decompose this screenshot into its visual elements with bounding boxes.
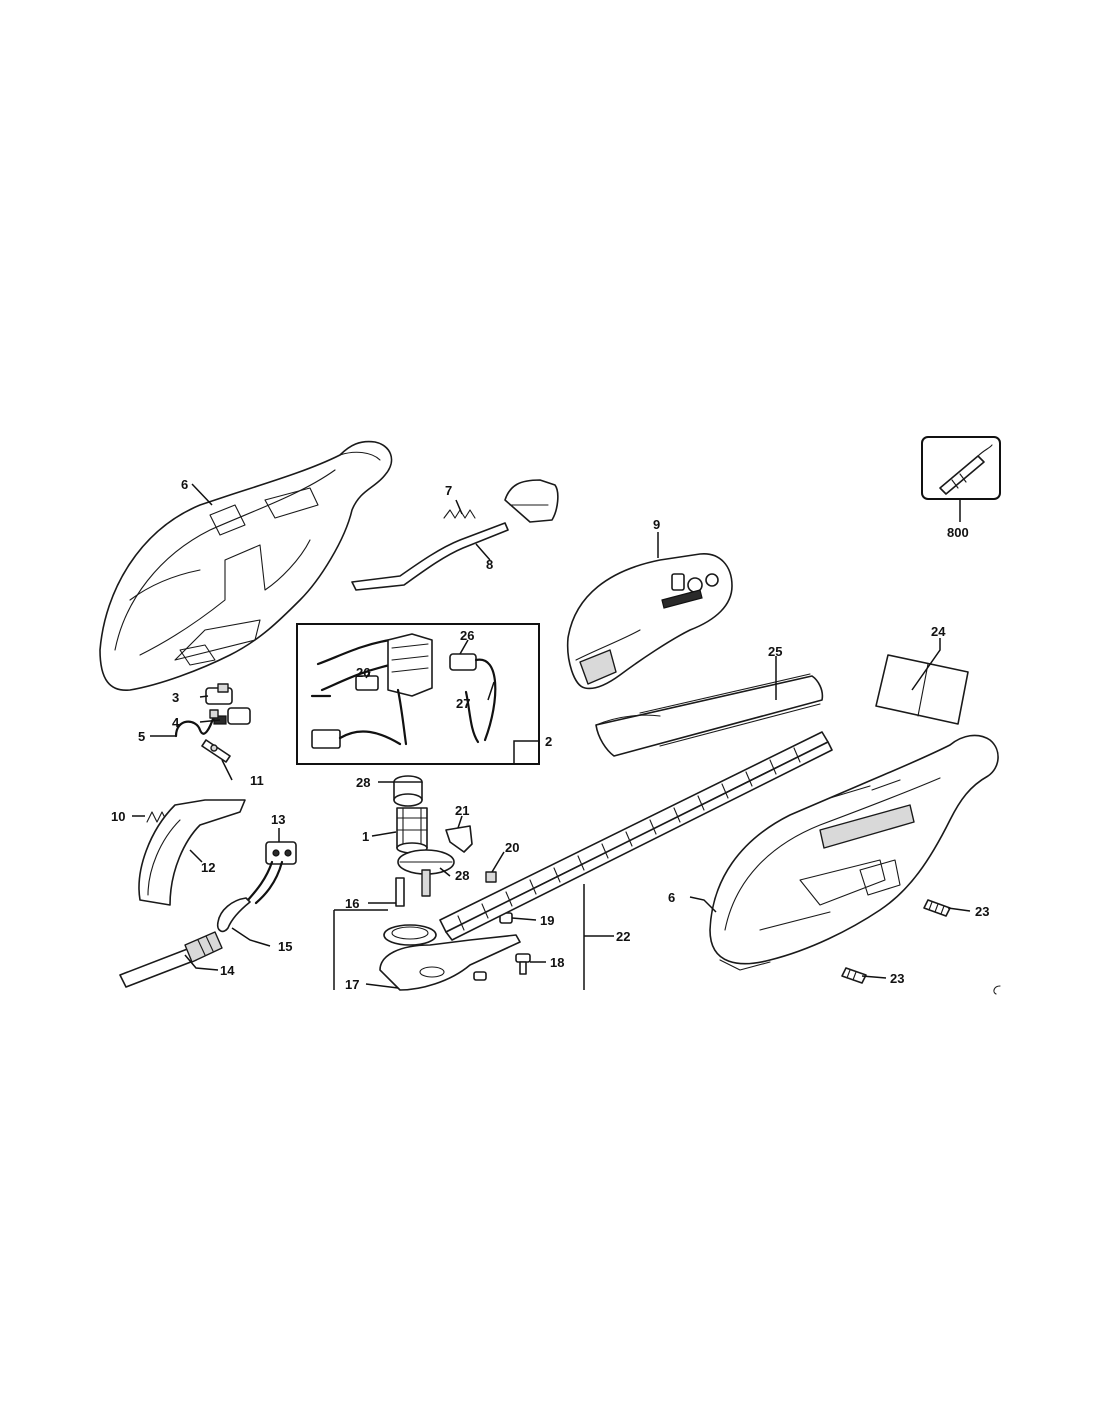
callout-2: 2 [545,734,552,749]
cable-part-15 [246,860,284,905]
screw-part-18-alt [473,971,487,981]
manual-part-24 [875,654,969,725]
blade-part-22 [439,731,833,941]
screw-part-18 [515,953,531,975]
callout-20: 20 [505,840,519,855]
accessory-box-800 [921,436,1001,500]
pin-part-16 [395,877,405,907]
housing-right-half [709,734,999,971]
callout-21: 21 [455,803,469,818]
nut-part-20 [485,871,497,883]
housing-left-half [99,440,393,691]
leader-lines [132,483,971,990]
corner-mark [993,985,1001,995]
callout-6-top: 6 [181,477,188,492]
switch-part-4 [213,707,251,725]
gear-plate-part-17 [379,924,521,991]
pinion-part-28-top [393,775,423,807]
callout-23-bottom: 23 [890,971,904,986]
callout-18: 18 [550,955,564,970]
motor-assembly-box [296,623,540,765]
callout-22: 22 [616,929,630,944]
trigger-bar-part-8 [351,479,559,591]
callout-8: 8 [486,557,493,572]
callout-27: 27 [456,696,470,711]
callout-28-bottom: 28 [455,868,469,883]
callout-800: 800 [947,525,969,540]
callout-11: 11 [250,773,264,788]
cover-part-9 [566,553,733,690]
callout-15: 15 [278,939,292,954]
callout-6-bottom: 6 [668,890,675,905]
callout-7: 7 [445,483,452,498]
callout-3: 3 [172,690,179,705]
sheath-part-25 [595,673,824,757]
callout-19: 19 [540,913,554,928]
wire-part-5 [174,714,216,738]
callout-16: 16 [345,896,359,911]
callout-14: 14 [220,963,235,978]
guard-part-12 [138,799,246,906]
callout-28-top: 28 [356,775,370,790]
spring-part-7 [443,509,476,519]
callout-26-right: 26 [460,628,474,643]
callout-17: 17 [345,977,359,992]
callout-12: 12 [201,860,215,875]
callout-labels: 6 7 8 9 800 3 4 5 11 10 12 13 15 14 26 2… [111,477,989,992]
callout-23-top: 23 [975,904,989,919]
callout-25: 25 [768,644,782,659]
callout-4: 4 [172,715,180,730]
callout-26-left: 26 [356,665,370,680]
callout-1: 1 [362,829,369,844]
bracket-part-21 [445,825,473,853]
switch-part-3 [205,683,233,705]
callout-13: 13 [271,812,285,827]
link-part-11 [201,739,231,763]
connector-part-13 [265,841,297,865]
callout-10: 10 [111,809,125,824]
screw-part-23-b [841,967,867,984]
armature-part-1 [396,807,428,854]
callout-5: 5 [138,729,145,744]
callout-24: 24 [931,624,946,639]
screw-part-23-a [923,899,951,917]
cable-part-15-bend [216,897,251,933]
callout-9: 9 [653,517,660,532]
cord-part-14 [119,931,223,988]
